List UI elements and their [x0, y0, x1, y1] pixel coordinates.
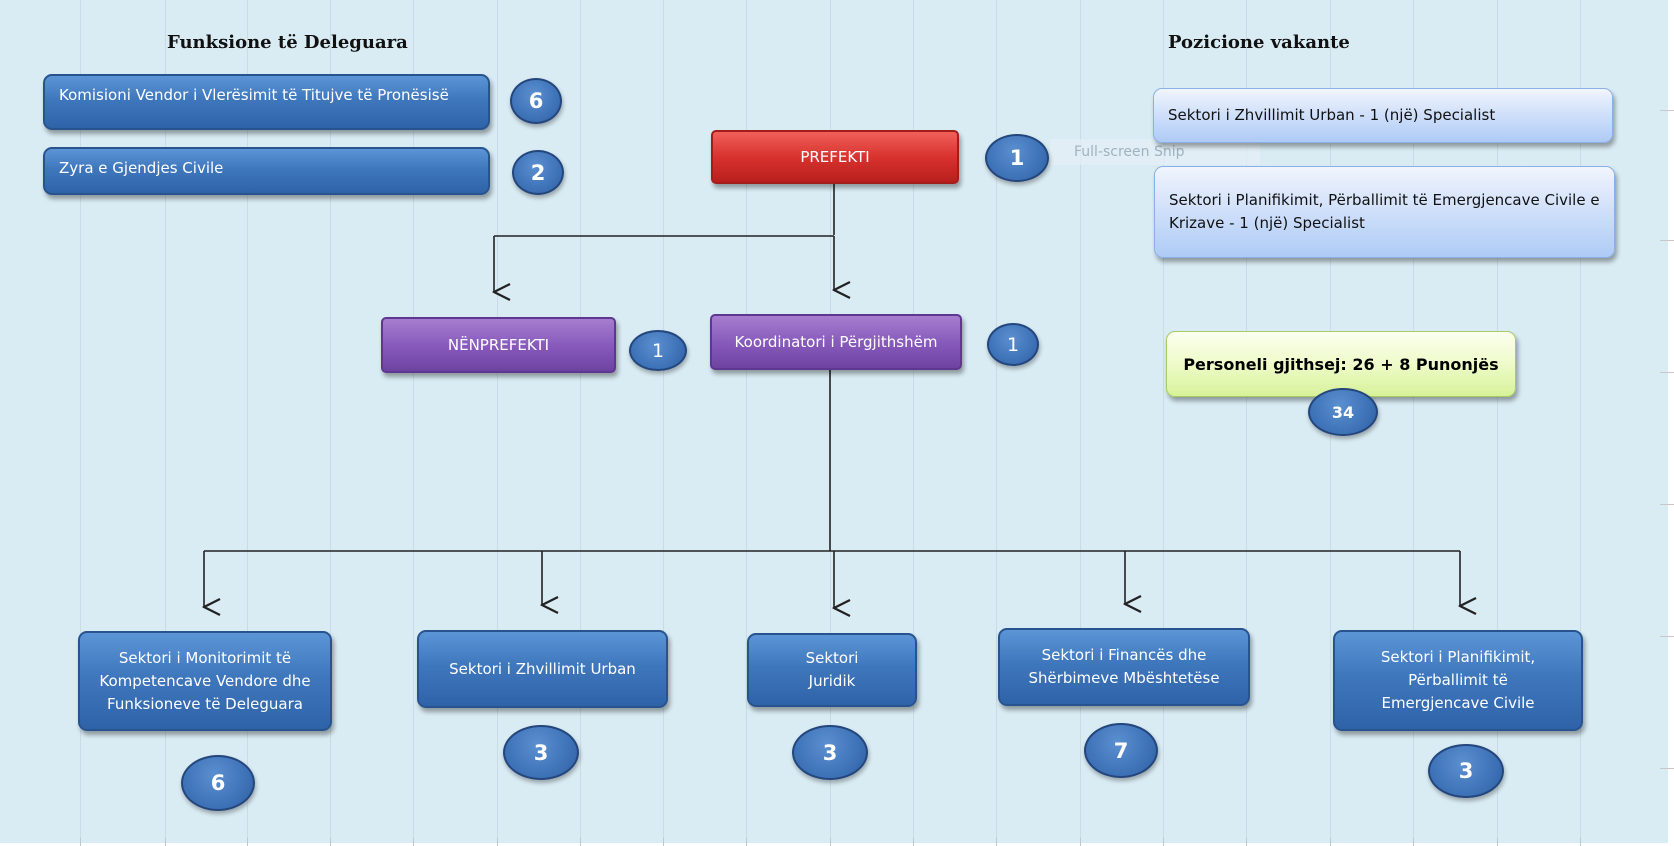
- personnel-total-label: Personeli gjithsej: 26 + 8 Punonjës: [1183, 354, 1499, 374]
- vacancy-urban-box: Sektori i Zhvillimit Urban - 1 (një) Spe…: [1153, 88, 1613, 143]
- ruler-tick: [663, 838, 664, 846]
- personnel-total-badge: 34: [1308, 388, 1378, 436]
- grid-line: [1660, 240, 1674, 241]
- grid-line: [1497, 0, 1498, 843]
- sector-monitoring-count-badge: 6: [181, 755, 255, 811]
- sector-emergency-count-badge: 3: [1428, 744, 1504, 798]
- sector-urban-label: Sektori i Zhvillimit Urban: [449, 659, 636, 678]
- ruler-tick: [996, 838, 997, 846]
- sector-finance-count-badge: 7: [1084, 723, 1158, 778]
- grid-line: [413, 0, 414, 843]
- ruler-tick: [1080, 838, 1081, 846]
- sector-finance-box: Sektori i Financës dhe Shërbimeve Mbësht…: [998, 628, 1250, 706]
- ruler-tick: [1330, 838, 1331, 846]
- grid-line: [1580, 0, 1581, 843]
- ruler-tick: [913, 838, 914, 846]
- civil-registry-count-badge: 2: [512, 150, 564, 195]
- grid-line: [663, 0, 664, 843]
- grid-line: [247, 0, 248, 843]
- nenprefekti-count-badge: 1: [629, 330, 687, 371]
- civil-registry-box: Zyra e Gjendjes Civile: [43, 147, 490, 195]
- commission-label: Komisioni Vendor i Vlerësimit të Titujve…: [59, 86, 449, 104]
- grid-line: [1080, 0, 1081, 843]
- grid-line: [80, 0, 81, 843]
- vacancy-urban-label: Sektori i Zhvillimit Urban - 1 (një) Spe…: [1168, 106, 1496, 124]
- ruler-tick: [497, 838, 498, 846]
- delegated-functions-heading: Funksione të Deleguara: [167, 32, 408, 53]
- civil-registry-label: Zyra e Gjendjes Civile: [59, 159, 224, 177]
- sector-monitoring-box: Sektori i Monitorimit të Kompetencave Ve…: [78, 631, 332, 731]
- sector-emergency-label: Sektori i Planifikimit, Përballimit të E…: [1380, 648, 1536, 712]
- grid-line: [996, 0, 997, 843]
- sector-urban-count-badge: 3: [503, 725, 579, 780]
- sector-monitoring-label: Sektori i Monitorimit të Kompetencave Ve…: [99, 648, 311, 713]
- ruler-tick: [1163, 838, 1164, 846]
- ruler-tick: [1413, 838, 1414, 846]
- ruler-tick: [247, 838, 248, 846]
- grid-line: [1413, 0, 1414, 843]
- ruler-tick: [413, 838, 414, 846]
- snip-overlay-tooltip: Full-screen Snip: [1050, 139, 1260, 165]
- grid-line: [1660, 372, 1674, 373]
- grid-line: [165, 0, 166, 843]
- grid-line: [580, 0, 581, 843]
- grid-line: [746, 0, 747, 843]
- grid-line: [497, 0, 498, 843]
- ruler-tick: [80, 838, 81, 846]
- sector-legal-label: Sektori Juridik: [805, 649, 859, 690]
- commission-count-badge: 6: [510, 78, 562, 124]
- ruler-tick: [1580, 838, 1581, 846]
- ruler-tick: [165, 838, 166, 846]
- grid-line: [1246, 0, 1247, 843]
- personnel-total-box: Personeli gjithsej: 26 + 8 Punonjës: [1166, 331, 1516, 397]
- grid-line: [1660, 636, 1674, 637]
- sector-finance-label: Sektori i Financës dhe Shërbimeve Mbësht…: [1028, 646, 1220, 687]
- ruler-tick: [330, 838, 331, 846]
- koordinatori-label: Koordinatori i Përgjithshëm: [734, 332, 938, 351]
- commission-box: Komisioni Vendor i Vlerësimit të Titujve…: [43, 74, 490, 130]
- sector-legal-box: Sektori Juridik: [747, 633, 917, 707]
- grid-line: [913, 0, 914, 843]
- vacancy-emergency-label: Sektori i Planifikimit, Përballimit të E…: [1169, 191, 1600, 232]
- koordinatori-count-badge: 1: [987, 323, 1039, 366]
- sector-urban-box: Sektori i Zhvillimit Urban: [417, 630, 668, 708]
- ruler-tick: [1246, 838, 1247, 846]
- prefekti-box: PREFEKTI: [711, 130, 959, 184]
- ruler-tick: [830, 838, 831, 846]
- sector-legal-count-badge: 3: [792, 725, 868, 780]
- nenprefekti-box: NËNPREFEKTI: [381, 317, 616, 373]
- prefekti-label: PREFEKTI: [800, 147, 870, 166]
- grid-line: [1660, 110, 1674, 111]
- grid-line: [330, 0, 331, 843]
- ruler-tick: [746, 838, 747, 846]
- grid-line: [1660, 504, 1674, 505]
- ruler-tick: [1497, 838, 1498, 846]
- vacancy-emergency-box: Sektori i Planifikimit, Përballimit të E…: [1154, 166, 1615, 258]
- vacant-positions-heading: Pozicione vakante: [1168, 32, 1350, 53]
- nenprefekti-label: NËNPREFEKTI: [447, 335, 550, 354]
- grid-line: [1660, 768, 1674, 769]
- sector-emergency-box: Sektori i Planifikimit, Përballimit të E…: [1333, 630, 1583, 731]
- ruler-tick: [580, 838, 581, 846]
- prefekti-count-badge: 1: [985, 134, 1049, 182]
- grid-line: [1163, 0, 1164, 843]
- koordinatori-box: Koordinatori i Përgjithshëm: [710, 314, 962, 370]
